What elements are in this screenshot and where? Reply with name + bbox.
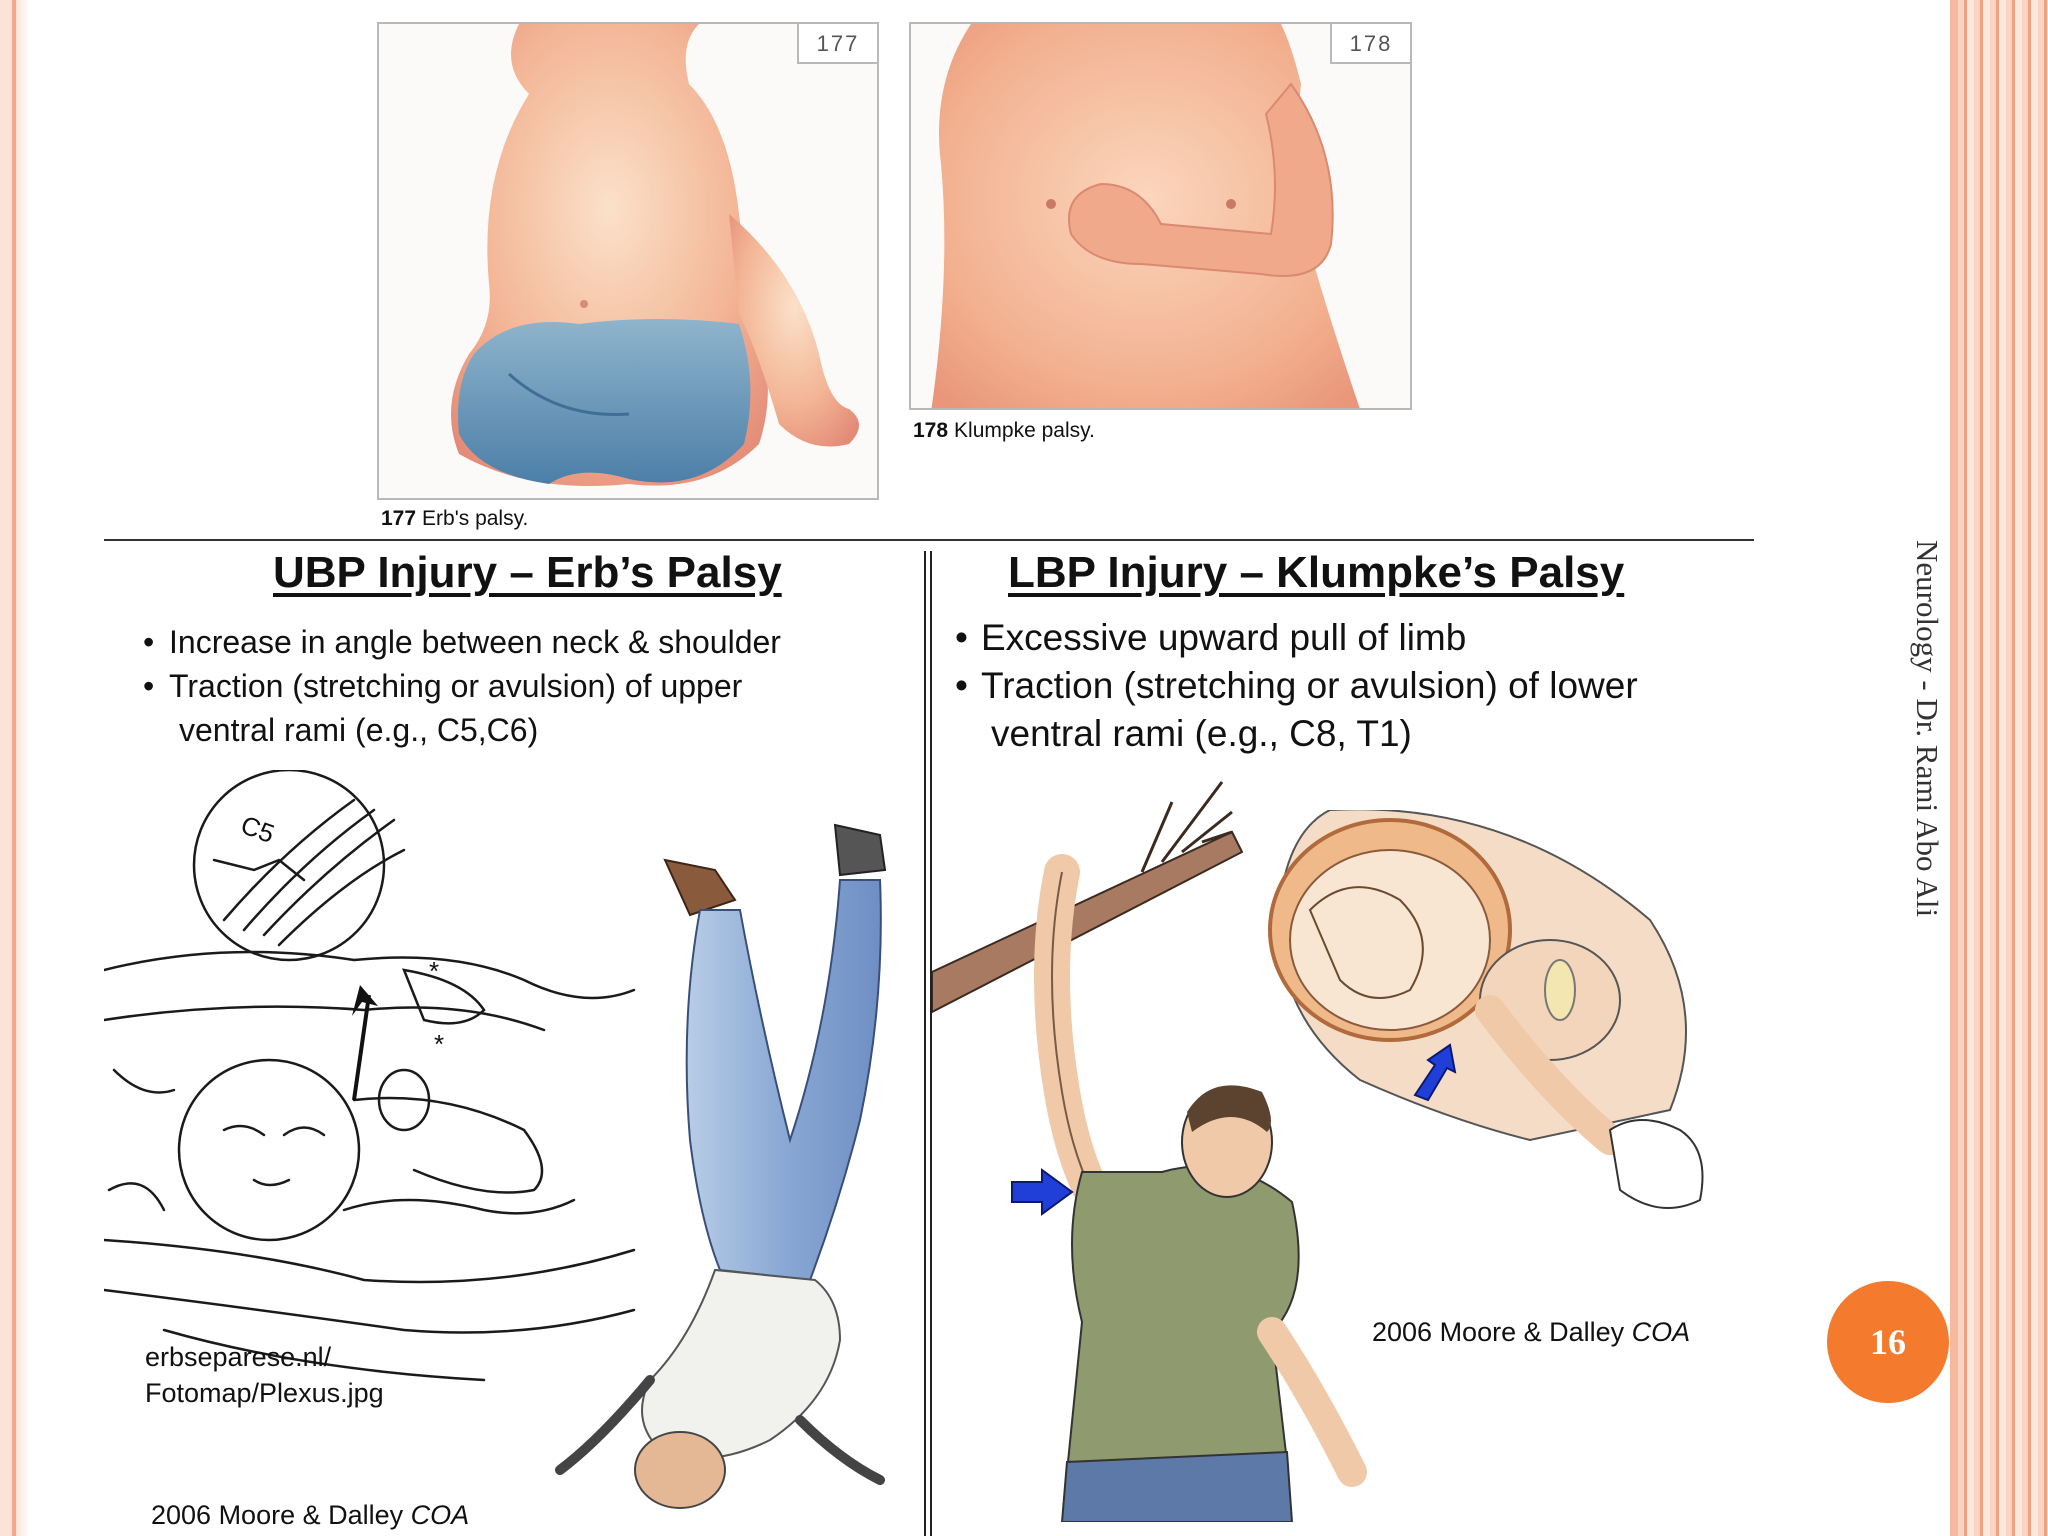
erbs-baby-illustration <box>451 24 859 486</box>
c5-nerve-label: C5 <box>237 809 279 849</box>
left-book-credit: 2006 Moore & Dalley COA <box>151 1500 470 1530</box>
left-panel-bullets: Increase in angle between neck & shoulde… <box>143 620 781 752</box>
left-panel-title: UBP Injury – Erb’s Palsy <box>273 548 782 597</box>
page-number-badge: 16 <box>1827 1281 1949 1403</box>
svg-text:*: * <box>434 1029 444 1059</box>
right-book-credit: 2006 Moore & Dalley COA <box>1372 1317 1691 1347</box>
caption-number: 177 <box>381 507 417 530</box>
caption-number: 178 <box>913 419 949 442</box>
brachial-plexus-birth-sketch: C5 * * <box>104 770 636 1382</box>
caption-text: Klumpke palsy. <box>954 419 1095 442</box>
right-panel-bullets: Excessive upward pull of limb Traction (… <box>955 614 1638 758</box>
figure-number-label: 178 <box>1330 24 1410 64</box>
figure-177-erbs-palsy: 177 <box>377 22 879 500</box>
footer-author-text: Neurology - Dr. Rami Abo Ali <box>1910 540 1945 918</box>
slide-right-border <box>1950 0 2048 1536</box>
bullet-item: Traction (stretching or avulsion) of low… <box>955 662 1638 758</box>
breech-delivery-illustration <box>1268 810 1704 1209</box>
bullet-item: Excessive upward pull of limb <box>955 614 1638 662</box>
svg-text:*: * <box>429 956 439 986</box>
vertical-divider <box>924 551 932 1536</box>
slide-left-border <box>0 0 30 1536</box>
figure-number-label: 177 <box>797 24 877 64</box>
bullet-item: Traction (stretching or avulsion) of upp… <box>143 664 781 752</box>
bullet-item: Increase in angle between neck & shoulde… <box>143 620 781 664</box>
vertical-footer: Neurology - Dr. Rami Abo Ali <box>1895 540 1955 1010</box>
upside-down-fall-illustration <box>555 823 887 1509</box>
hanging-from-branch-illustration <box>932 781 1367 1522</box>
right-panel-title: LBP Injury – Klumpke’s Palsy <box>1008 548 1625 597</box>
klumpke-torso-illustration <box>931 24 1360 408</box>
figure-178-klumpke-palsy: 178 <box>909 22 1412 410</box>
horizontal-divider <box>104 539 1754 541</box>
caption-text: Erb's palsy. <box>422 507 529 530</box>
left-source-credit: erbseparese.nl/ Fotomap/Plexus.jpg <box>145 1342 384 1408</box>
